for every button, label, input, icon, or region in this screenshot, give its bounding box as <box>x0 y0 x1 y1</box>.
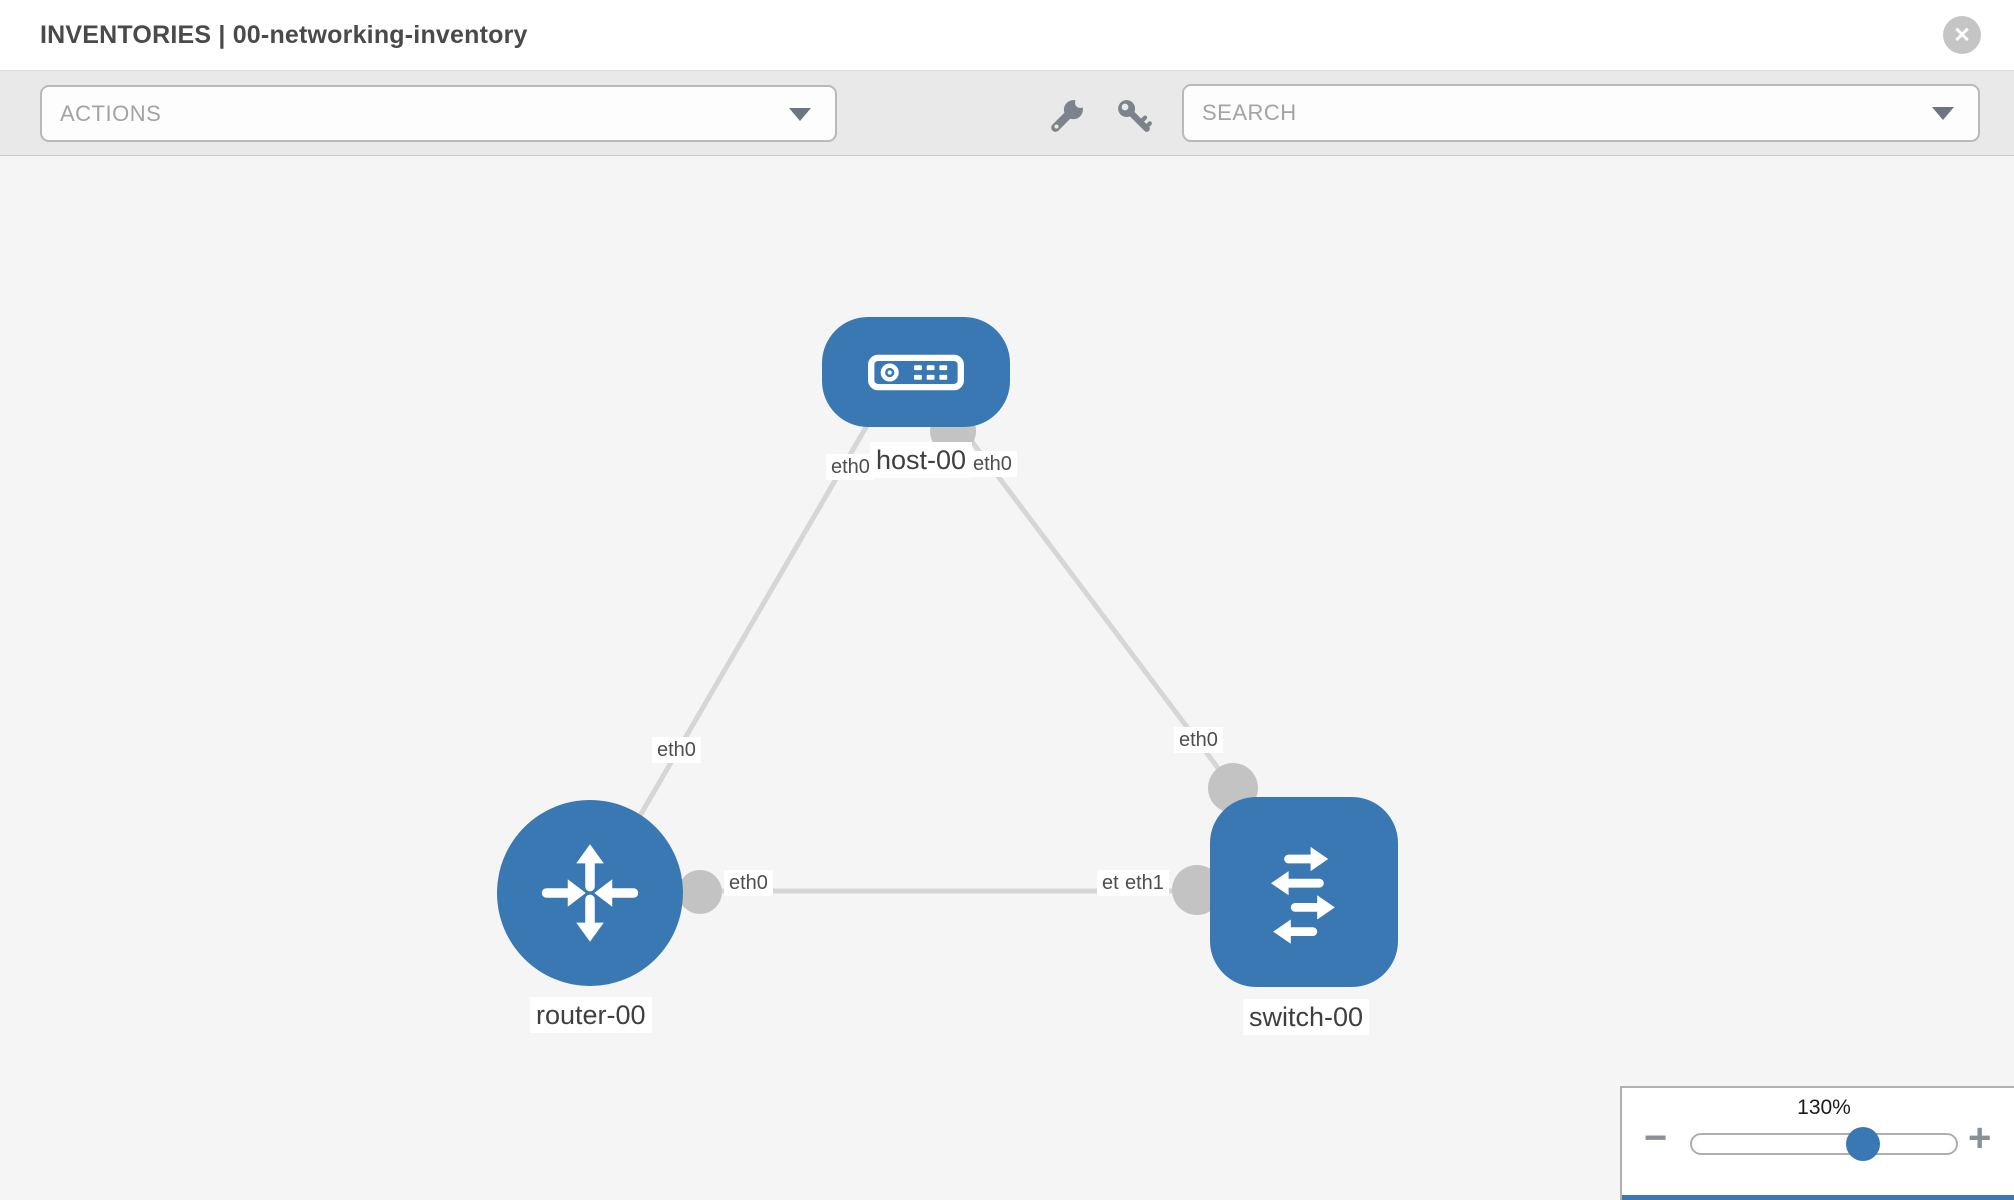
close-icon: ✕ <box>1953 23 1971 47</box>
node-host[interactable] <box>822 317 1010 427</box>
topology-canvas[interactable]: host-00 router-00 switch-00 eth0 eth0 et… <box>0 156 2014 1200</box>
zoom-slider-thumb[interactable] <box>1846 1127 1880 1161</box>
search-dropdown-label: SEARCH <box>1202 100 1297 125</box>
interface-label-host-eth0-left: eth0 <box>826 454 875 480</box>
chevron-down-icon <box>1932 107 1954 120</box>
interface-label-router-eth0-uplink: eth0 <box>652 737 701 763</box>
panel-accent-strip <box>1622 1195 2014 1200</box>
host-device-icon <box>868 354 964 390</box>
zoom-in-button[interactable]: + <box>1968 1118 1991 1158</box>
key-icon <box>1118 100 1152 132</box>
wrench-icon <box>1051 97 1086 132</box>
node-switch[interactable] <box>1210 797 1398 987</box>
topology-links-layer <box>590 384 1300 915</box>
interface-dot-switch-left <box>1172 865 1222 915</box>
chevron-down-icon <box>789 108 811 121</box>
interface-label-switch-eth1: eth1 <box>1120 870 1169 896</box>
node-label-host: host-00 <box>870 442 973 478</box>
router-icon <box>541 844 639 942</box>
zoom-slider[interactable] <box>1690 1127 1958 1161</box>
toolbar: ACTIONS SEARCH <box>0 70 2014 156</box>
tools-button[interactable] <box>1046 97 1086 137</box>
search-dropdown[interactable]: SEARCH <box>1182 84 1980 142</box>
close-button[interactable]: ✕ <box>1943 16 1981 54</box>
switch-icon <box>1271 846 1335 944</box>
zoom-out-button[interactable]: − <box>1644 1118 1667 1158</box>
actions-dropdown-label: ACTIONS <box>60 101 162 126</box>
zoom-control-panel: 130% − + <box>1620 1086 2014 1200</box>
node-label-switch: switch-00 <box>1243 999 1370 1035</box>
header: INVENTORIES | 00-networking-inventory ✕ <box>0 0 2014 70</box>
node-router[interactable] <box>497 800 683 986</box>
actions-dropdown[interactable]: ACTIONS <box>40 85 837 142</box>
page-title: INVENTORIES | 00-networking-inventory <box>40 21 528 49</box>
zoom-level-label: 130% <box>1797 1096 1851 1119</box>
interface-dot-router <box>678 870 722 914</box>
interface-label-router-eth0: eth0 <box>724 870 773 896</box>
interface-label-switch-eth0-uplink: eth0 <box>1174 727 1223 753</box>
plus-icon: + <box>1968 1116 1992 1160</box>
minus-icon: − <box>1644 1116 1668 1160</box>
interface-label-host-eth0-right: eth0 <box>968 451 1017 477</box>
credentials-button[interactable] <box>1114 97 1154 137</box>
node-label-router: router-00 <box>530 997 652 1033</box>
